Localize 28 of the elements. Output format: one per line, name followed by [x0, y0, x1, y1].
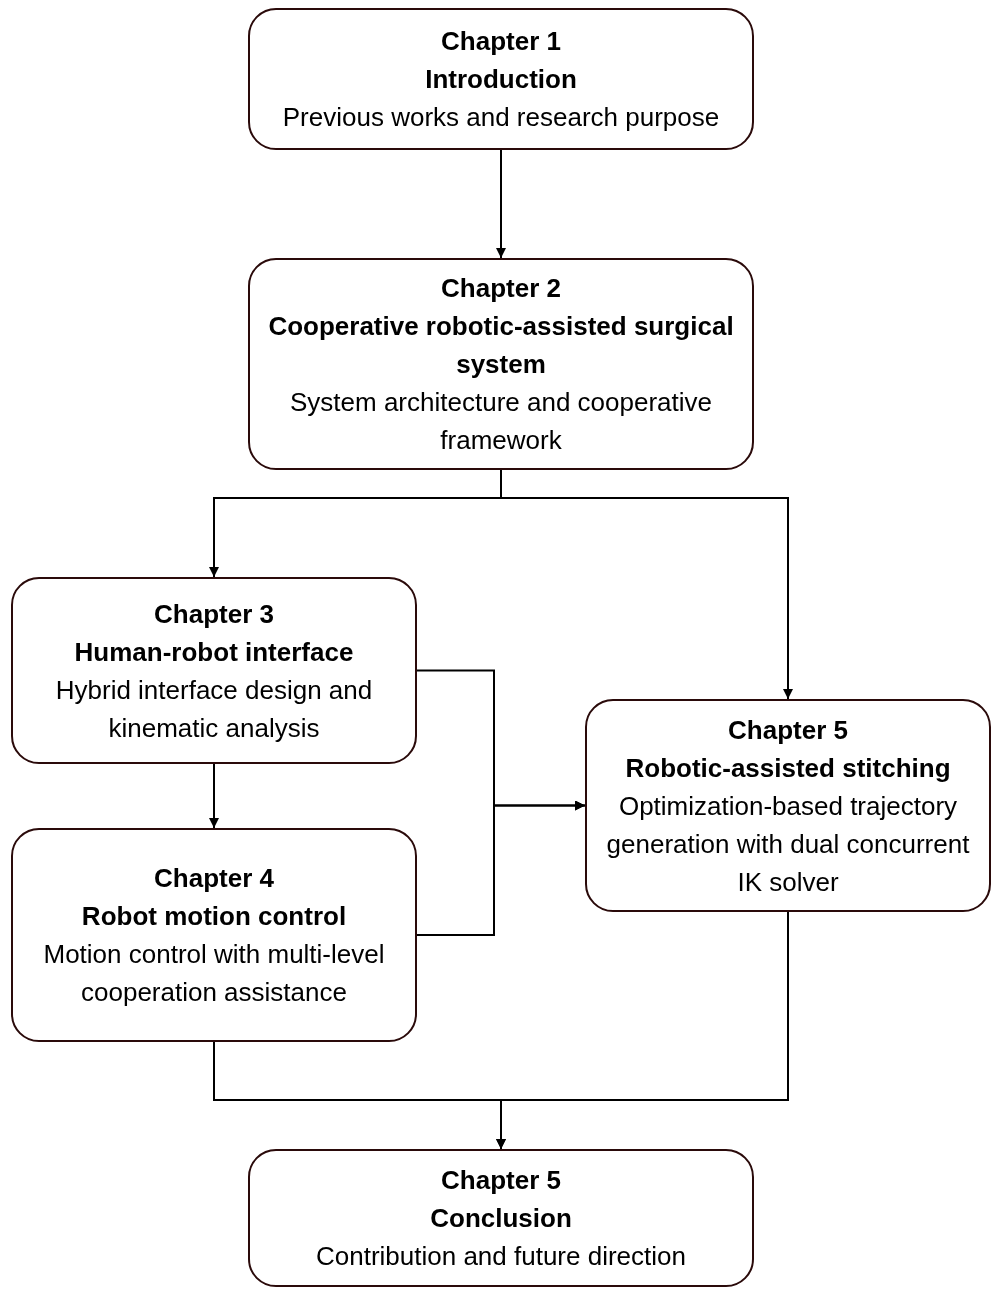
arrow [496, 911, 789, 1150]
chapter-number: Chapter 4 [154, 862, 274, 895]
chapter-number: Chapter 2 [441, 272, 561, 305]
arrow [209, 763, 219, 829]
arrow [496, 149, 506, 259]
chapter-description: Contribution and future direction [316, 1240, 686, 1273]
chapter-box [248, 1149, 754, 1287]
chapter-description: Hybrid interface design and kinematic analysis [54, 673, 374, 745]
chapter-description: Optimization-based trajectory generation with dual concurrent IK solver [605, 789, 971, 899]
chapter-description: Motion control with multi-level cooperation assistance [42, 938, 386, 1009]
chapter-title: Cooperative robotic-assisted surgical system [267, 310, 735, 381]
chapter-box [248, 8, 754, 150]
chapter-title: Conclusion [430, 1202, 572, 1235]
chapter-description: Previous works and research purpose [282, 101, 720, 134]
chapter-box [11, 828, 417, 1042]
chapter-box [585, 699, 991, 912]
chapter-number: Chapter 1 [441, 25, 561, 58]
chapter-number: Chapter 3 [154, 597, 274, 631]
chapter-box [248, 258, 754, 470]
chapter-title: Human-robot interface [74, 635, 354, 669]
arrow [416, 800, 586, 936]
chapter-box [11, 577, 417, 764]
chapter-description: System architecture and cooperative framework [289, 386, 713, 457]
chapter-title: Robotic-assisted stitching [625, 751, 951, 785]
chapter-number: Chapter 5 [441, 1164, 561, 1197]
chapter-number: Chapter 5 [728, 713, 848, 747]
chapter-title: Introduction [425, 63, 577, 96]
chapter-title: Robot motion control [81, 900, 347, 933]
